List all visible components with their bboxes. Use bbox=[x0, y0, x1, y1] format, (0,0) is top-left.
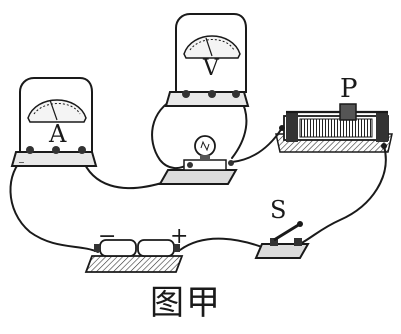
voltmeter bbox=[164, 13, 250, 107]
wire-rheostat-to-switch bbox=[299, 145, 387, 245]
voltmeter-letter: V bbox=[203, 56, 219, 81]
rheostat bbox=[275, 103, 393, 153]
bulb bbox=[158, 135, 238, 185]
wire-switch-to-battery bbox=[179, 237, 271, 251]
battery bbox=[84, 239, 184, 273]
switch-label: S bbox=[270, 196, 287, 224]
rheostat-label: P bbox=[340, 74, 358, 104]
wire-voltmeter-to-bulb-left bbox=[151, 97, 189, 170]
svg-text:−: − bbox=[18, 158, 25, 167]
wire-ammeter-to-battery bbox=[9, 157, 99, 253]
ammeter-letter: A bbox=[49, 120, 67, 148]
ammeter: − bbox=[10, 77, 98, 167]
figure-caption: 图甲 bbox=[150, 283, 222, 323]
battery-positive-sign: + bbox=[170, 224, 189, 249]
switch bbox=[254, 221, 310, 259]
battery-negative-sign: − bbox=[98, 224, 117, 249]
